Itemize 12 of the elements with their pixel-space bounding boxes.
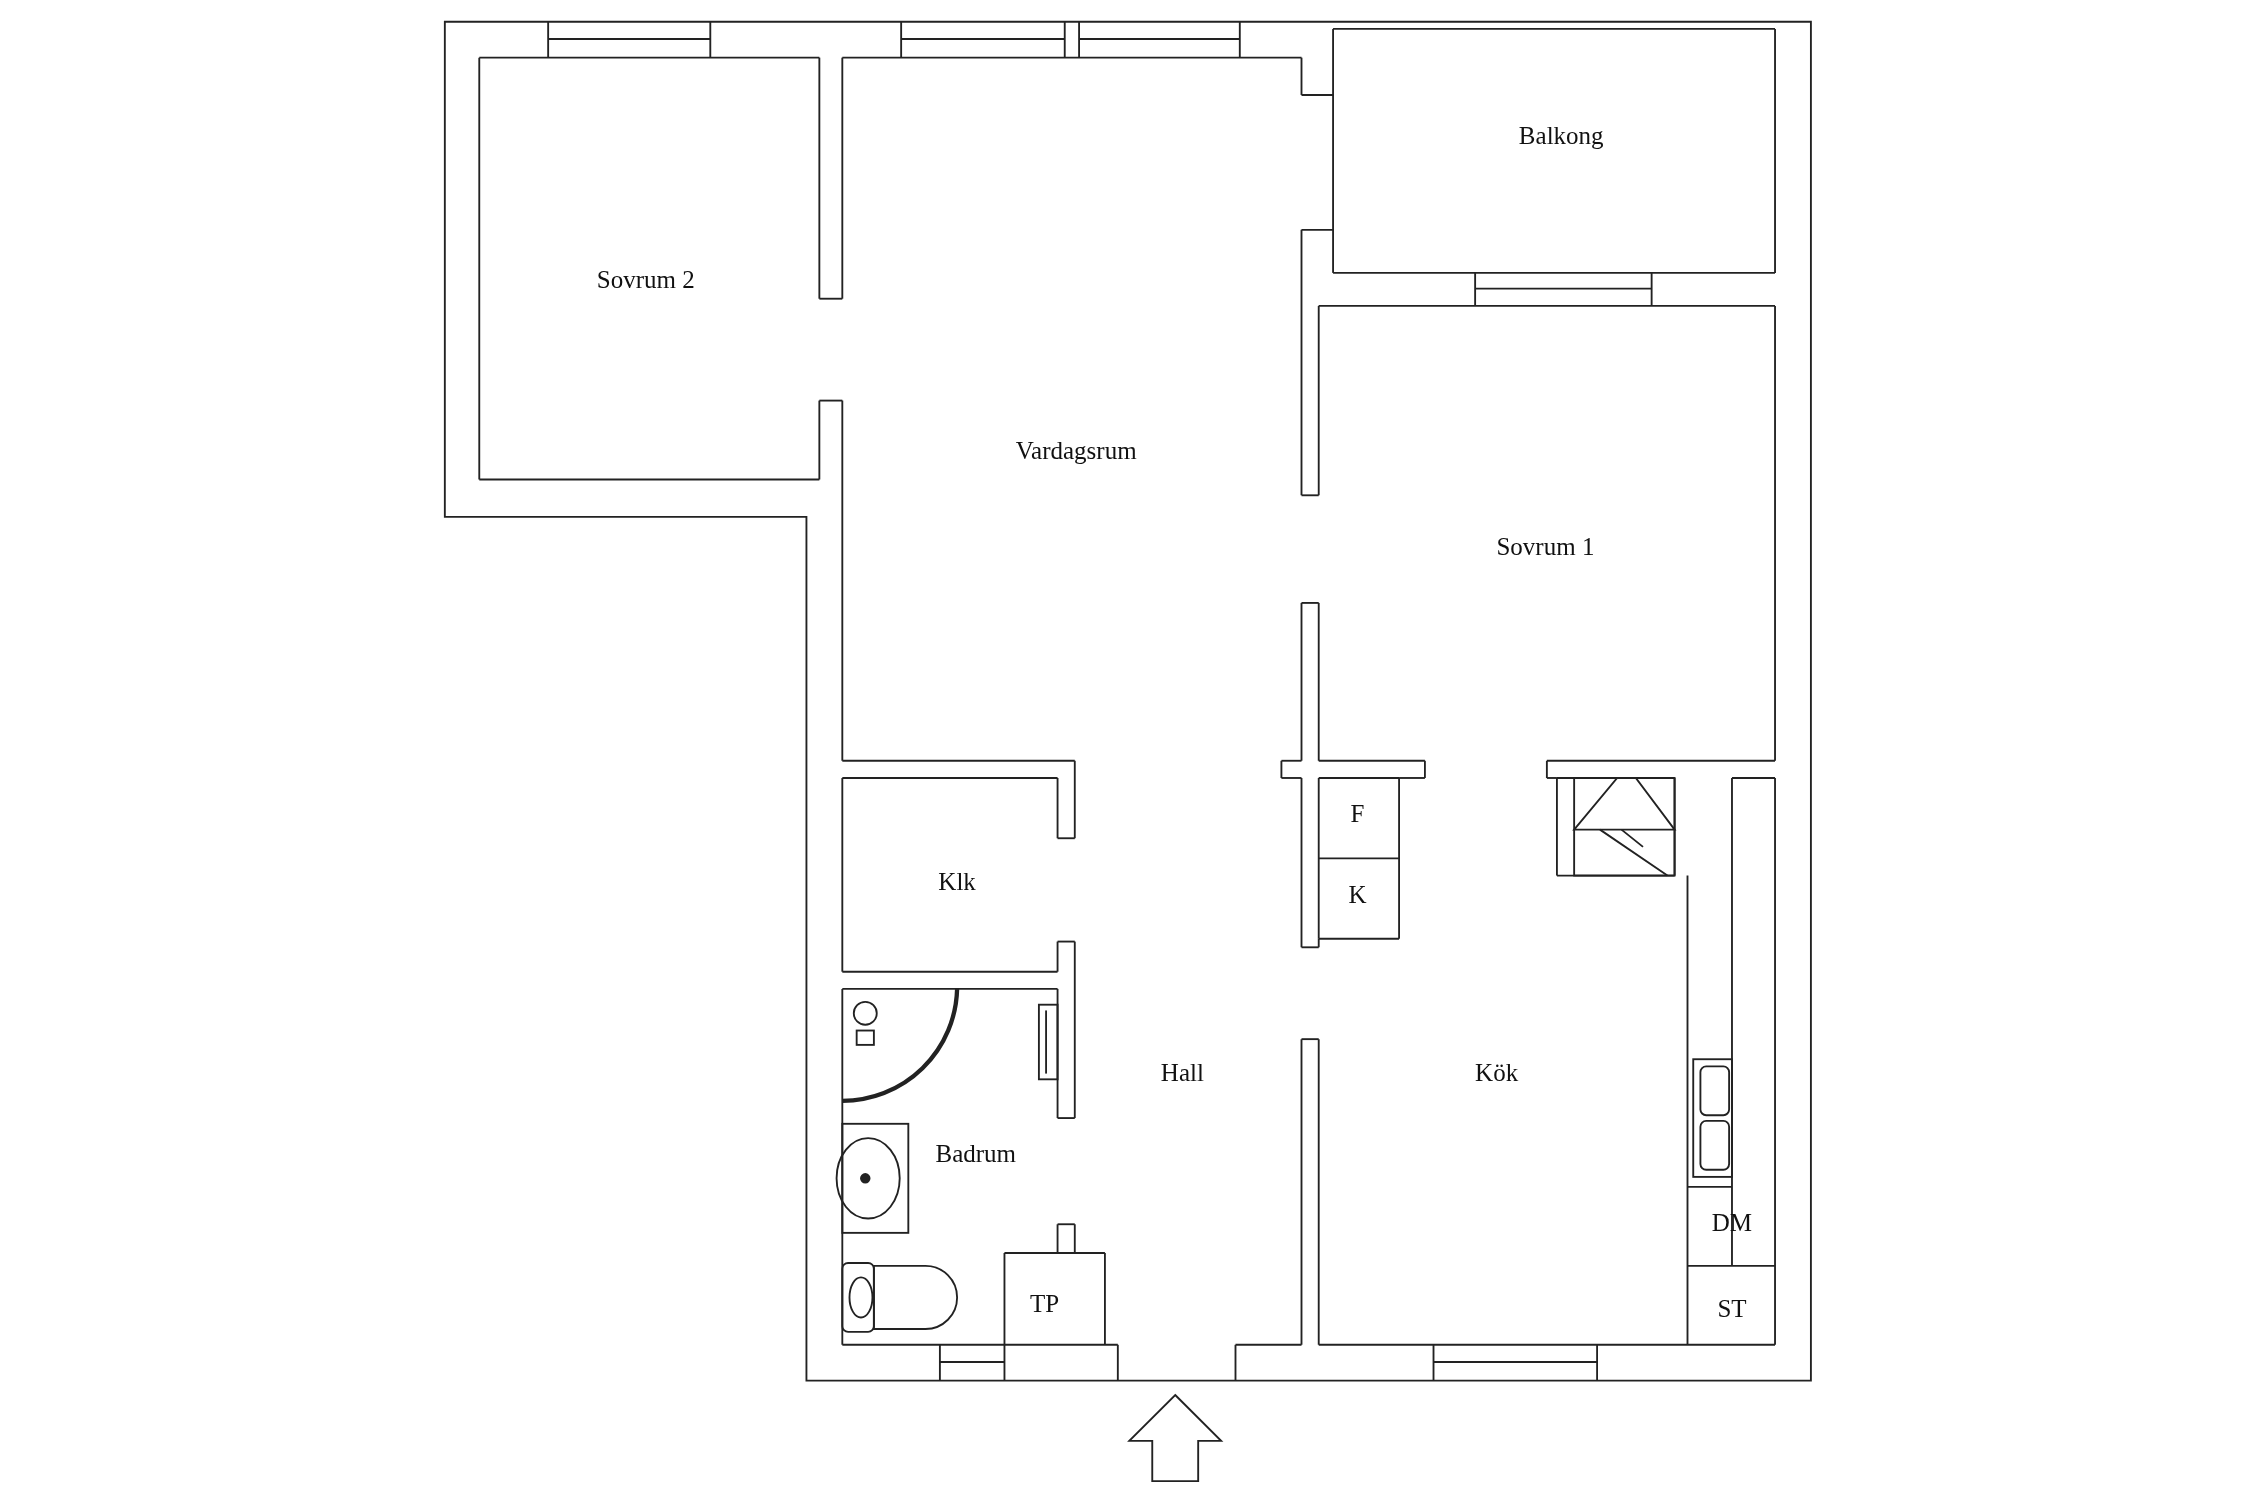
room-label: Klk <box>938 868 976 897</box>
cabinet-label: TP <box>1030 1290 1060 1319</box>
room-label: Balkong <box>1518 122 1604 151</box>
cabinet-label: K <box>1348 881 1367 910</box>
room-label: Kök <box>1475 1059 1519 1088</box>
room-label: Hall <box>1160 1059 1204 1088</box>
cabinet-label: ST <box>1717 1294 1747 1323</box>
room-label: Vardagsrum <box>1015 436 1137 465</box>
room-label: Badrum <box>935 1139 1016 1168</box>
cabinet-label: F <box>1350 799 1365 828</box>
room-label: Sovrum 2 <box>596 265 695 294</box>
room-label: Sovrum 1 <box>1496 532 1595 561</box>
